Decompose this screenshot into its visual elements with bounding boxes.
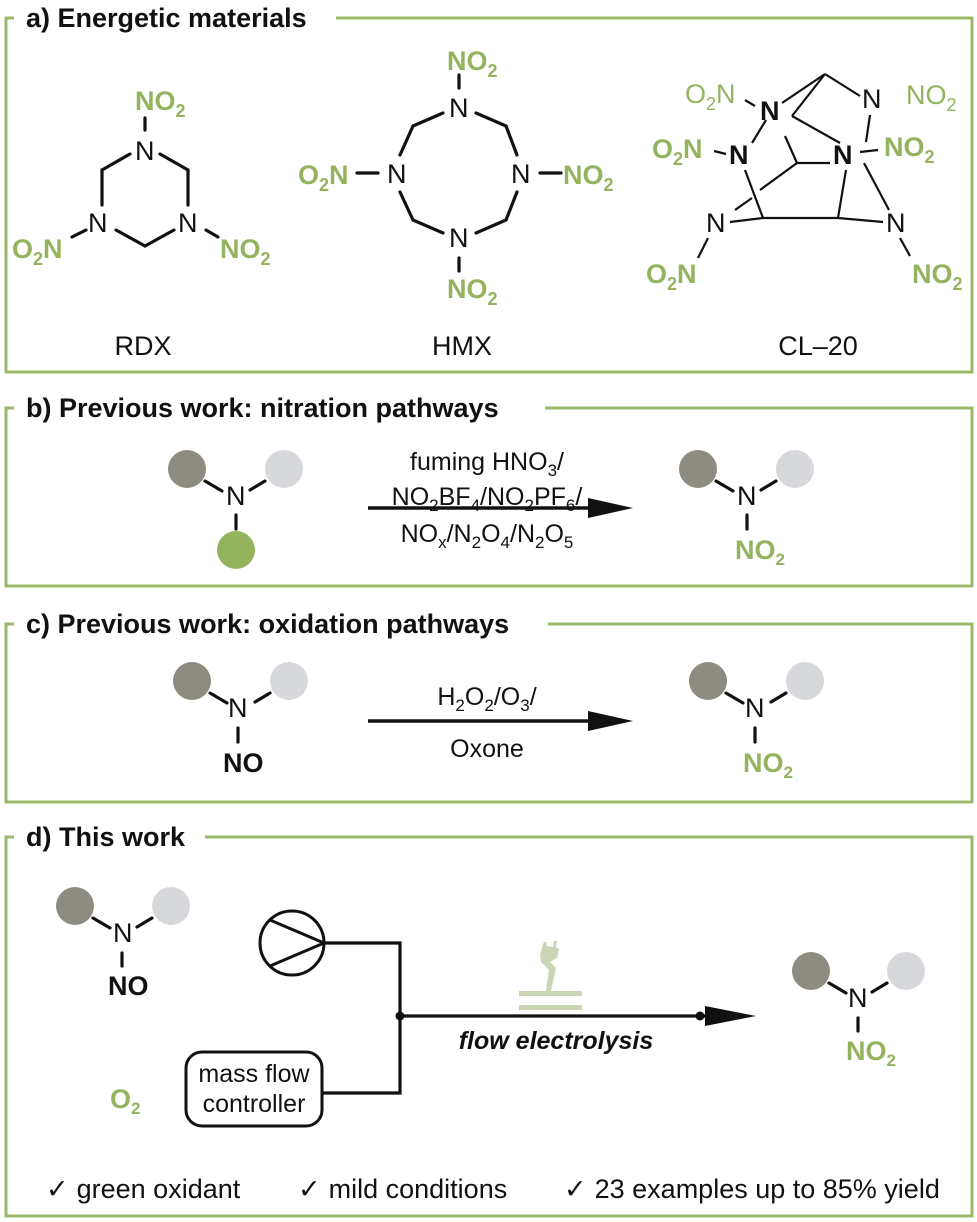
panel-c-frame [4, 622, 974, 804]
nitro-group: NO2 [846, 1036, 896, 1070]
feature-examples-yield: ✓23 examples up to 85% yield [564, 1174, 940, 1204]
nitro-group: O2N [652, 134, 703, 169]
nitrogen-atom: N [226, 481, 246, 511]
substituent-dark-circle [689, 662, 727, 700]
nitrogen-atom: N [729, 140, 749, 170]
arrowhead [588, 711, 633, 731]
nitro-group: NO2 [743, 748, 793, 782]
substituent-light-circle [887, 952, 925, 990]
mfc-label-line-2: controller [203, 1090, 306, 1118]
flow-lines [322, 941, 756, 1095]
feature-list: ✓green oxidant ✓mild conditions ✓23 exam… [46, 1174, 940, 1204]
reagent-line-2: Oxone [450, 735, 524, 763]
panel-b: b) Previous work: nitration pathways N f… [4, 393, 974, 588]
nitroso-group: NO [108, 971, 149, 1001]
nitrogen-atom: N [88, 208, 108, 238]
oxidation-reagents: H2O2/O3/ Oxone [368, 683, 633, 763]
nitrogen-atom: N [848, 983, 868, 1013]
nitro-group: NO2 [906, 80, 957, 115]
substituent-light-circle [270, 662, 308, 700]
nitrogen-atom: N [745, 693, 765, 723]
substituent-dark-circle [56, 887, 94, 925]
nitrosamine-substrate: N NO [56, 887, 190, 1001]
nitrogen-atom: N [760, 96, 780, 126]
panel-d-title: d) This work [26, 822, 186, 852]
rdx-structure: NO2 N N N O2N NO2 [12, 86, 271, 269]
power-plug-icon [519, 941, 582, 1010]
mfc-label-line-1: mass flow [198, 1060, 310, 1088]
nitrogen-atom: N [449, 93, 469, 123]
process-label: flow electrolysis [459, 1027, 654, 1055]
substituent-dark-circle [173, 662, 211, 700]
panel-d: d) This work N NO O2 mass flow controlle… [4, 822, 974, 1218]
substituent-light-circle [776, 450, 814, 488]
substituent-light-circle [152, 887, 190, 925]
nitramine-product: N NO2 [689, 662, 824, 782]
nitro-group: NO2 [220, 234, 271, 269]
substituent-dark-circle [168, 450, 206, 488]
nitro-group: O2N [12, 234, 63, 269]
nitro-group: NO2 [447, 274, 498, 309]
reagent-line-1: fuming HNO3/ [410, 448, 564, 480]
panel-a-title: a) Energetic materials [26, 3, 307, 33]
panel-c: c) Previous work: oxidation pathways N N… [4, 609, 974, 804]
nitrogen-atom: N [886, 208, 906, 238]
nitro-group: O2N [646, 259, 697, 294]
substituent-dark-circle [792, 952, 830, 990]
nitro-group: NO2 [884, 132, 935, 167]
nitro-group: O2N [685, 79, 736, 114]
cl20-structure: O2N N N NO2 O2N N N NO2 N N O2N NO2 [646, 73, 963, 294]
nitrogen-atom: N [113, 918, 133, 948]
compound-name-hmx: HMX [432, 331, 492, 361]
nitration-reagents: fuming HNO3/ NO2BF4/NO2PF6/ NOx/N2O4/N2O… [368, 448, 633, 552]
nitrogen-atom: N [178, 208, 198, 238]
nitrogen-atom: N [706, 208, 726, 238]
nitro-group: NO2 [912, 259, 963, 294]
outlet-point [695, 1011, 705, 1021]
panel-b-title: b) Previous work: nitration pathways [26, 393, 499, 423]
nitrogen-atom: N [387, 159, 407, 189]
nitrogen-atom: N [135, 136, 155, 166]
panel-c-title: c) Previous work: oxidation pathways [26, 609, 509, 639]
nitrogen-atom: N [511, 159, 531, 189]
compound-name-cl20: CL–20 [778, 331, 858, 361]
nitrogen-atom: N [449, 223, 469, 253]
panel-d-frame [4, 835, 974, 1218]
secondary-amine-substrate: N [168, 450, 303, 569]
oxygen-label: O2 [110, 1084, 140, 1118]
nitrogen-atom: N [228, 693, 248, 723]
pump-icon [258, 909, 326, 977]
nitrogen-atom: N [737, 481, 757, 511]
nitro-group: NO2 [447, 46, 498, 81]
reagent-line-2: NO2BF4/NO2PF6/ [392, 483, 583, 515]
hmx-structure: NO2 N N N O2N NO2 N NO2 [298, 46, 614, 309]
panel-b-frame [4, 406, 974, 588]
arrowhead [705, 1006, 756, 1026]
reagent-line-3: NOx/N2O4/N2O5 [401, 520, 574, 552]
nitramine-product: N NO2 [679, 450, 814, 569]
nitrosamine-substrate: N NO [173, 662, 308, 778]
nitro-group: O2N [298, 160, 349, 195]
feature-mild-conditions: ✓mild conditions [298, 1174, 507, 1204]
compound-name-rdx: RDX [114, 331, 171, 361]
feature-green-oxidant: ✓green oxidant [46, 1174, 241, 1204]
reagent-line-1: H2O2/O3/ [437, 683, 536, 715]
substituent-green-circle [217, 531, 255, 569]
arrowhead [588, 498, 633, 518]
nitro-group: NO2 [735, 535, 785, 569]
substituent-light-circle [786, 662, 824, 700]
nitrogen-atom: N [833, 140, 853, 170]
substituent-dark-circle [679, 450, 717, 488]
nitro-group: NO2 [135, 86, 186, 121]
nitro-group: NO2 [563, 160, 614, 195]
mass-flow-controller: mass flow controller [184, 1050, 324, 1128]
nitrogen-atom: N [862, 84, 882, 114]
panel-a: a) Energetic materials NO2 N N N O2N NO2… [4, 3, 974, 374]
nitramine-product: N NO2 [792, 952, 925, 1070]
substituent-light-circle [265, 450, 303, 488]
panel-a-frame [4, 16, 974, 374]
nitroso-group: NO [223, 748, 264, 778]
